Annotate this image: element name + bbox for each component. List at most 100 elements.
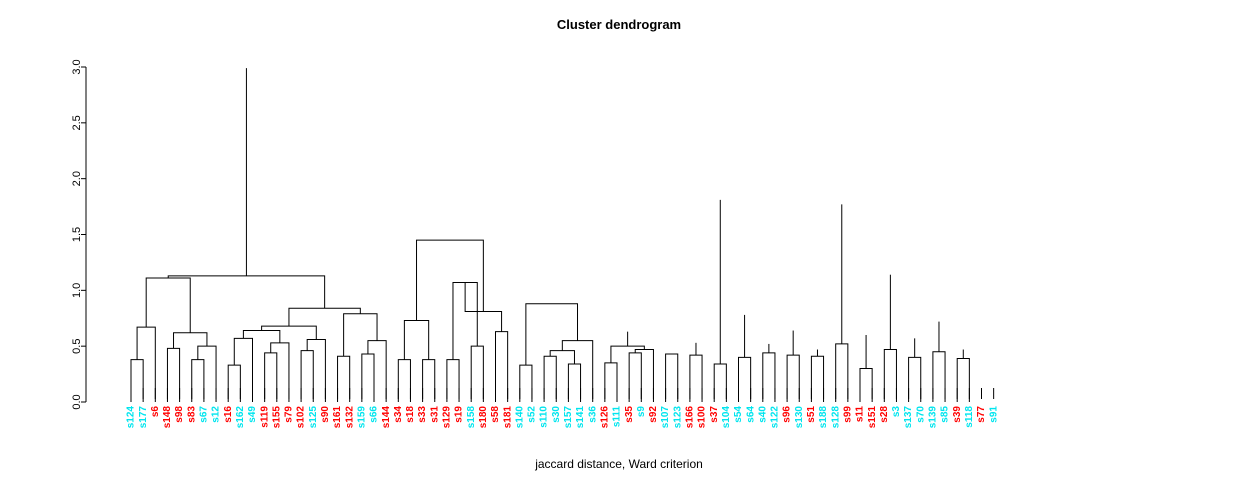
leaf-label: s19	[454, 406, 465, 423]
leaf-label: s148	[162, 406, 173, 429]
leaf-label: s137	[903, 406, 914, 429]
leaf-label: s110	[539, 406, 550, 428]
leaf-label: s162	[235, 406, 246, 429]
leaf-label: s155	[271, 406, 282, 429]
dendrogram-branch	[167, 275, 326, 309]
leaf-label: s31	[429, 406, 440, 423]
dendrogram-branch	[343, 313, 378, 357]
leaf-label: s125	[308, 406, 319, 429]
dendrogram-branch	[567, 363, 582, 402]
y-axis-tick-label: 1.5	[71, 227, 83, 242]
dendrogram-branch	[397, 359, 411, 402]
dendrogram-branch	[932, 351, 946, 402]
y-axis-tick-label: 3.0	[71, 59, 83, 74]
dendrogram-branch	[242, 330, 281, 343]
leaf-label: s16	[223, 406, 234, 423]
leaf-label: s39	[952, 406, 963, 423]
dendrogram-branch	[300, 350, 314, 402]
leaf-label: s40	[757, 406, 768, 423]
leaf-label: s66	[369, 406, 380, 423]
leaf-label: s12	[211, 406, 222, 423]
leaf-label: s90	[320, 406, 331, 423]
dendrogram-branch	[264, 352, 278, 402]
leaf-label: s100	[697, 406, 708, 429]
leaf-label: s67	[199, 406, 210, 423]
dendrogram-branch	[762, 352, 776, 402]
leaf-label: s151	[867, 406, 878, 429]
dendrogram-branch	[634, 349, 654, 402]
leaf-label: s9	[636, 406, 647, 418]
leaf-label: s129	[442, 406, 453, 429]
leaf-label: s118	[964, 406, 975, 428]
leaf-label: s58	[490, 406, 501, 423]
dendrogram-branch	[191, 359, 205, 402]
dendrogram-branch	[233, 337, 253, 402]
leaf-label: s123	[672, 406, 683, 429]
dendrogram-branch	[713, 363, 727, 402]
dendrogram-branch	[470, 345, 484, 402]
leaf-label: s35	[624, 406, 635, 423]
dendrogram-branch	[495, 331, 509, 402]
leaf-label: s11	[855, 406, 866, 423]
leaf-label: s144	[381, 406, 392, 429]
dendrogram-branch	[519, 364, 533, 402]
leaf-label: s159	[356, 406, 367, 429]
leaf-label: s77	[976, 406, 987, 423]
leaf-label: s177	[138, 406, 149, 429]
leaf-label: s6	[150, 406, 161, 418]
dendrogram-branch	[403, 319, 430, 360]
leaf-label: s33	[417, 406, 428, 423]
leaf-label: s180	[478, 406, 489, 429]
x-axis-caption: jaccard distance, Ward criterion	[535, 457, 703, 471]
dendrogram-branch	[835, 343, 849, 402]
dendrogram-branch	[422, 359, 436, 402]
dendrogram-branch	[908, 356, 922, 402]
leaf-label: s91	[988, 406, 999, 423]
dendrogram-branch	[136, 326, 156, 402]
leaf-label: s119	[259, 406, 270, 428]
leaf-label: s34	[393, 406, 404, 423]
leaf-label: s188	[818, 406, 829, 429]
leaf-label: s96	[782, 406, 793, 423]
leaf-label: s157	[563, 406, 574, 429]
dendrogram-branch	[628, 352, 642, 402]
leaf-label: s92	[648, 406, 659, 423]
dendrogram-branch	[173, 332, 208, 349]
leaf-label: s102	[296, 406, 307, 429]
dendrogram-branch	[525, 303, 579, 366]
dendrogram-branch	[288, 307, 361, 327]
leaf-label: s166	[685, 406, 696, 429]
leaf-label: s54	[733, 406, 744, 423]
leaf-label: s126	[599, 406, 610, 429]
dendrogram-branch	[261, 325, 317, 340]
dendrogram-branch	[665, 353, 679, 402]
y-axis-tick-label: 2.5	[71, 115, 83, 130]
dendrogram-branch	[367, 340, 387, 402]
dendrogram-branch	[270, 342, 290, 402]
dendrogram-branch	[543, 355, 557, 402]
dendrogram-branch	[810, 355, 825, 402]
y-axis-tick-label: 1.0	[71, 283, 83, 298]
dendrogram-branch	[145, 277, 191, 333]
dendrogram-branch	[561, 340, 594, 402]
dendrogram-branch	[604, 362, 618, 402]
dendrogram-branch	[306, 338, 326, 402]
dendrogram-branch	[416, 239, 484, 321]
dendrogram-branch	[956, 357, 970, 402]
leaf-label: s132	[344, 406, 355, 429]
leaf-label: s128	[830, 406, 841, 429]
y-axis: 0.00.51.01.52.02.53.0	[71, 59, 87, 410]
leaf-label: s36	[587, 406, 598, 423]
dendrogram-branch	[166, 347, 181, 402]
dendrogram-branch	[361, 353, 375, 402]
leaf-label: s111	[612, 406, 623, 428]
leaf-label: s70	[915, 406, 926, 423]
leaf-label: s104	[721, 406, 732, 429]
dendrogram-branch	[738, 356, 752, 402]
leaf-label: s158	[466, 406, 477, 429]
leaf-label: s83	[186, 406, 197, 423]
leaf-label: s79	[284, 406, 295, 423]
dendrogram-branch	[549, 350, 575, 365]
